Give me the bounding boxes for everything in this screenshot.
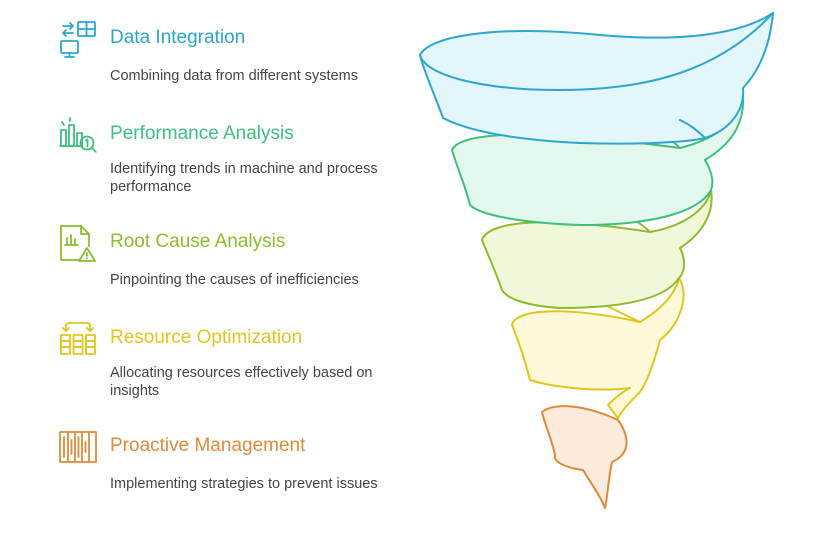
funnel-layer-proactive-management (541, 405, 628, 509)
step-description: Identifying trends in machine and proces… (110, 161, 378, 195)
strategy-panels-icon (59, 431, 97, 463)
funnel-layer-data-integration (419, 12, 774, 145)
step-description: Allocating resources effectively based o… (110, 365, 373, 399)
step-title: Proactive Management (110, 435, 306, 456)
step-description: Implementing strategies to prevent issue… (110, 476, 378, 492)
step-title: Resource Optimization (110, 327, 303, 348)
data-integration-icon (60, 21, 96, 58)
step-title: Data Integration (110, 27, 246, 48)
performance-chart-icon (59, 117, 97, 153)
step-title: Root Cause Analysis (110, 231, 286, 252)
funnel-layer-resource-optimization (511, 277, 685, 419)
step-description: Combining data from different systems (110, 68, 358, 84)
warning-report-icon (60, 225, 96, 262)
step-description: Pinpointing the causes of inefficiencies (110, 272, 359, 288)
step-title: Performance Analysis (110, 123, 294, 144)
resource-allocation-icon (60, 322, 96, 355)
